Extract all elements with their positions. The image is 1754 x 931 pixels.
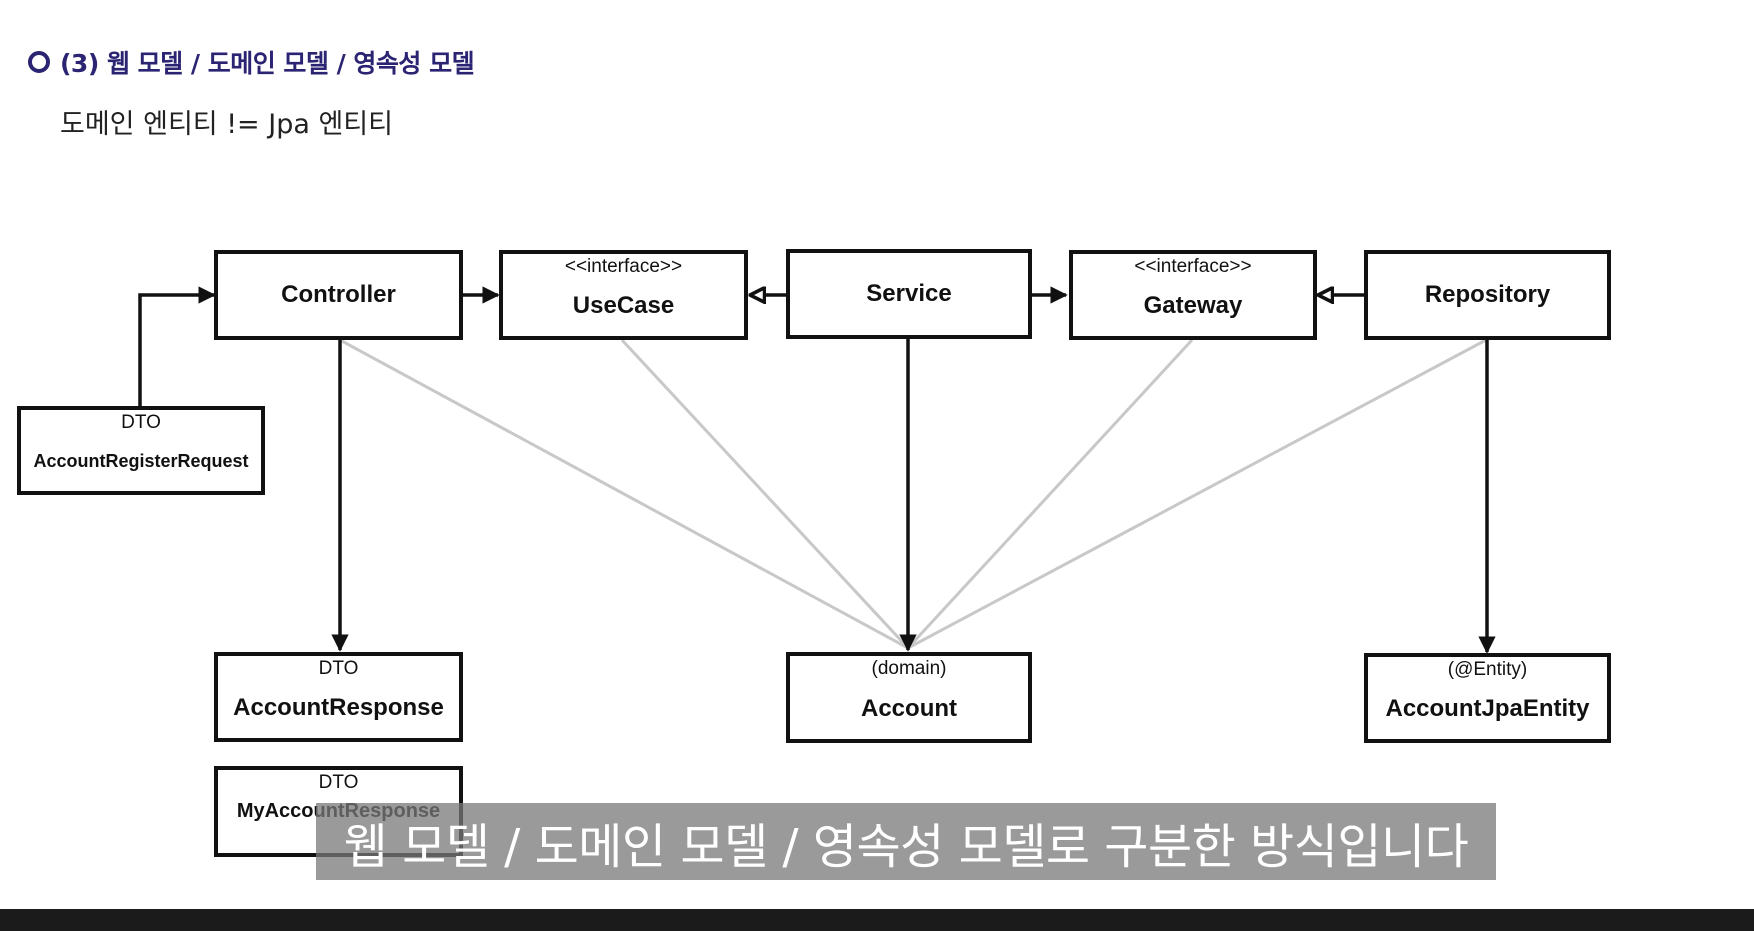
repository-label: Repository [1424, 281, 1551, 309]
usecase-label: UseCase [572, 292, 675, 320]
slide: (3) 웹 모델 / 도메인 모델 / 영속성 모델 도메인 엔티티 != Jp… [17, 44, 1611, 880]
register-request-label: AccountRegisterRequest [33, 451, 249, 472]
architecture-diagram [138, 286, 1496, 654]
jpa-entity-stereotype: (@Entity) [1447, 659, 1528, 680]
dependency-line-repository-account [907, 338, 1487, 650]
jpa-entity-label: AccountJpaEntity [1385, 695, 1590, 723]
circle-bullet-icon [28, 51, 50, 73]
register-request-stereotype: DTO [121, 412, 161, 433]
video-caption: 웹 모델 / 도메인 모델 / 영속성 모델로 구분한 방식입니다 [316, 803, 1496, 880]
dependency-line-controller-account [339, 338, 909, 650]
player-bottom-bar [0, 909, 1754, 931]
account-response-box: DTO AccountResponse [214, 652, 463, 742]
dependency-line-gateway-account [906, 338, 1194, 650]
jpa-entity-box: (@Entity) AccountJpaEntity [1364, 653, 1611, 743]
section-subtitle: 도메인 엔티티 != Jpa 엔티티 [60, 109, 393, 140]
section-title: (3) 웹 모델 / 도메인 모델 / 영속성 모델 [60, 49, 475, 78]
gateway-label: Gateway [1143, 292, 1243, 320]
gateway-box: <<interface>> Gateway [1069, 250, 1317, 340]
dependency-line-usecase-account [620, 338, 910, 650]
gateway-stereotype: <<interface>> [1134, 256, 1252, 277]
account-response-label: AccountResponse [233, 694, 444, 722]
controller-label: Controller [281, 281, 396, 309]
usecase-stereotype: <<interface>> [564, 256, 683, 277]
account-domain-box: (domain) Account [786, 652, 1032, 743]
my-account-response-stereotype: DTO [318, 772, 359, 793]
section-heading: (3) 웹 모델 / 도메인 모델 / 영속성 모델 [28, 44, 475, 80]
register-request-box: DTO AccountRegisterRequest [17, 406, 265, 495]
arrow-request-to-controller [138, 286, 216, 406]
repository-box: Repository [1364, 250, 1611, 340]
account-domain-stereotype: (domain) [871, 658, 947, 679]
service-box: Service [786, 249, 1032, 339]
account-domain-label: Account [861, 694, 957, 722]
account-response-stereotype: DTO [318, 658, 359, 679]
usecase-box: <<interface>> UseCase [499, 250, 748, 340]
service-label: Service [866, 280, 952, 308]
controller-box: Controller [214, 250, 463, 340]
